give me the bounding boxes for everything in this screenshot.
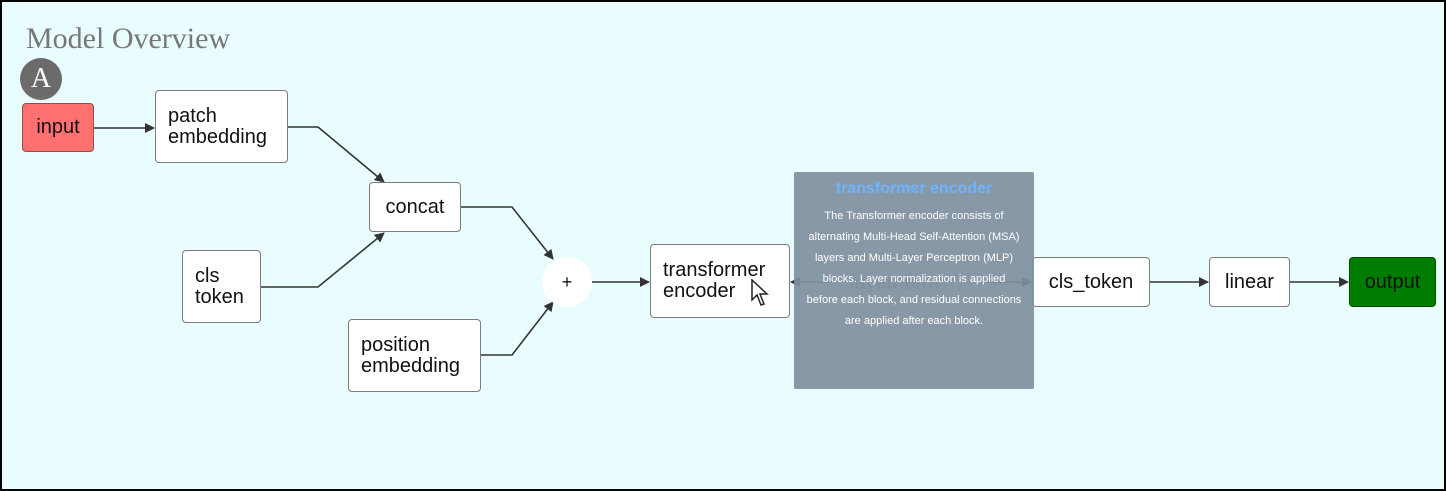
node-position-embedding[interactable]: position embedding bbox=[348, 319, 481, 392]
edge-cls-concat bbox=[261, 232, 385, 288]
tooltip-transformer-encoder: transformer encoder The Transformer enco… bbox=[794, 172, 1034, 389]
panel-badge: A bbox=[20, 58, 62, 100]
node-patch-embedding[interactable]: patch embedding bbox=[155, 90, 288, 163]
edge-concat-plus bbox=[461, 206, 554, 260]
node-cls-token[interactable]: cls token bbox=[182, 250, 261, 323]
node-plus[interactable]: + bbox=[542, 257, 592, 307]
node-output[interactable]: output bbox=[1349, 257, 1436, 307]
node-input[interactable]: input bbox=[22, 103, 94, 152]
edge-patch-concat bbox=[288, 126, 385, 183]
mouse-pointer-icon bbox=[751, 279, 769, 306]
page-title: Model Overview bbox=[26, 22, 231, 55]
edge-position-plus bbox=[481, 301, 554, 356]
node-transformer-encoder[interactable]: transformer encoder bbox=[650, 244, 790, 318]
node-concat[interactable]: concat bbox=[369, 182, 461, 232]
node-cls-token-out[interactable]: cls_token bbox=[1032, 257, 1150, 307]
tooltip-body: The Transformer encoder consists of alte… bbox=[806, 210, 1022, 327]
tooltip-title: transformer encoder bbox=[835, 180, 993, 197]
node-linear[interactable]: linear bbox=[1209, 257, 1290, 307]
